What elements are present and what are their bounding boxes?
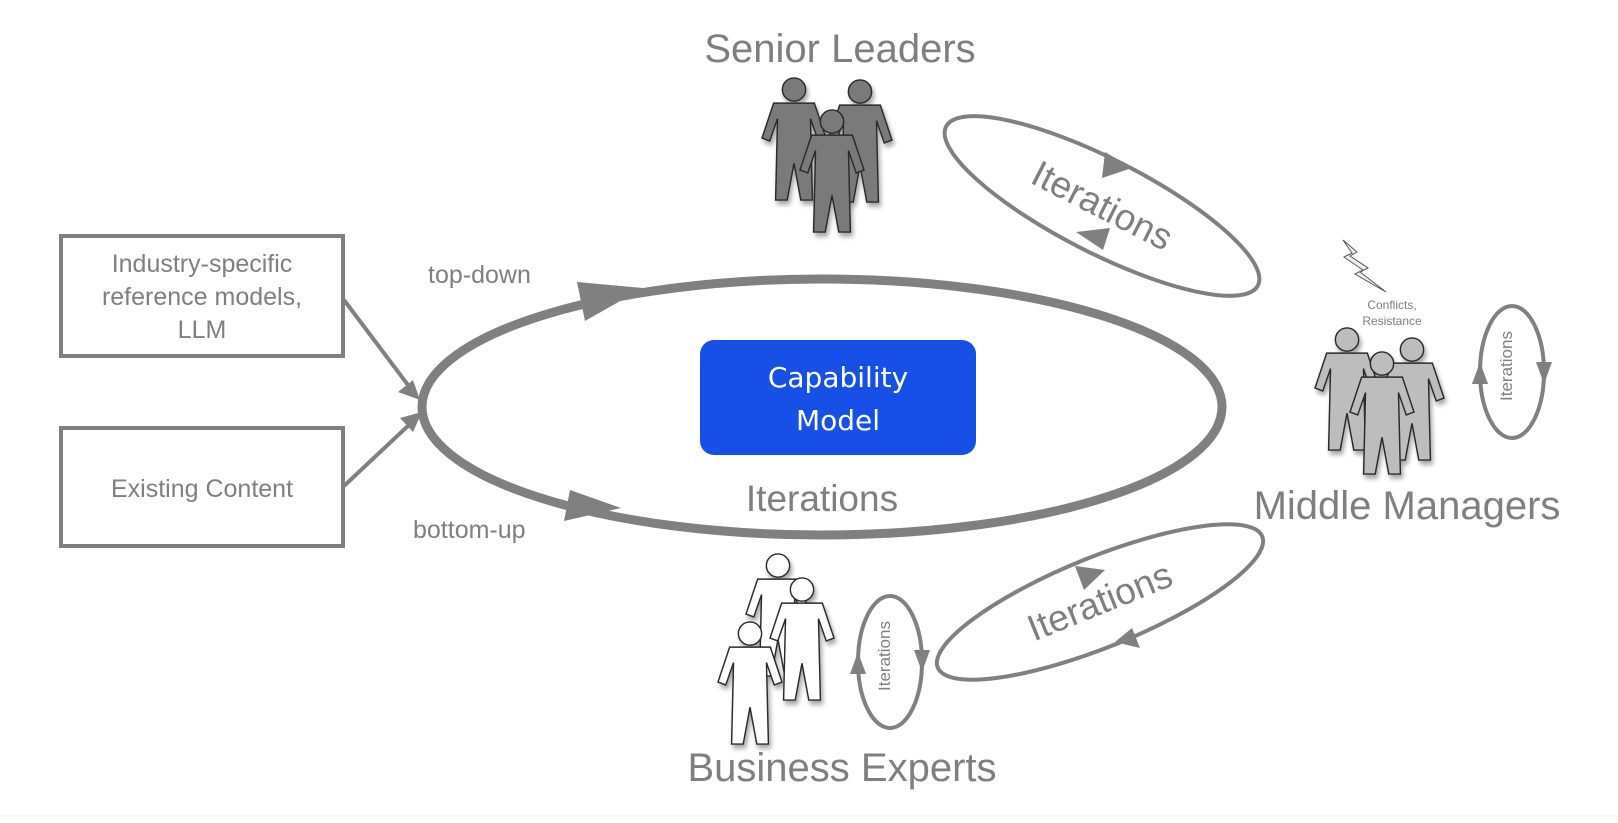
senior-leaders-label: Senior Leaders xyxy=(704,27,975,71)
conflicts-label-line2: Resistance xyxy=(1362,314,1422,328)
conflicts-label-line1: Conflicts, xyxy=(1367,298,1416,312)
middle-managers-label: Middle Managers xyxy=(1254,484,1561,528)
business-experts-iterations-label: Iterations xyxy=(875,621,894,691)
top-down-arrowhead xyxy=(577,282,643,321)
bottom-edge-strip xyxy=(0,815,1618,818)
input-box-existing-content: Existing Content xyxy=(59,426,345,548)
input-box-reference-models-line1: Industry-specific xyxy=(112,250,293,278)
business-experts-figures xyxy=(717,553,835,745)
input-box-existing-content-label: Existing Content xyxy=(111,475,293,503)
main-iteration-cycle xyxy=(417,274,1227,540)
lightning-icon xyxy=(1342,239,1387,293)
middle-managers-iterations-label: Iterations xyxy=(1497,331,1516,401)
senior-leaders-figures xyxy=(761,77,893,233)
middle-managers-self-iteration-loop: Iterations xyxy=(1472,304,1552,440)
capability-model-title-line2: Model xyxy=(796,404,880,437)
input-box-reference-models-line3: LLM xyxy=(178,316,227,344)
input-arrow-existing-content xyxy=(342,412,422,488)
middle-managers-figures xyxy=(1314,327,1445,475)
main-iterations-label: Iterations xyxy=(746,478,898,519)
input-box-reference-models: Industry-specific reference models, LLM xyxy=(59,234,345,358)
top-down-label: top-down xyxy=(428,261,531,289)
business-experts-self-iteration-loop: Iterations xyxy=(850,594,930,730)
bottom-up-arrowhead xyxy=(564,490,621,521)
capability-model-title-line1: Capability xyxy=(768,361,908,394)
bottom-up-label: bottom-up xyxy=(413,516,526,544)
experts-managers-iterations-label: Iterations xyxy=(1022,554,1178,649)
business-experts-label: Business Experts xyxy=(687,746,996,790)
capability-model-box: Capability Model xyxy=(700,340,976,455)
input-box-reference-models-line2: reference models, xyxy=(102,283,302,311)
input-arrow-reference-models xyxy=(342,298,420,400)
